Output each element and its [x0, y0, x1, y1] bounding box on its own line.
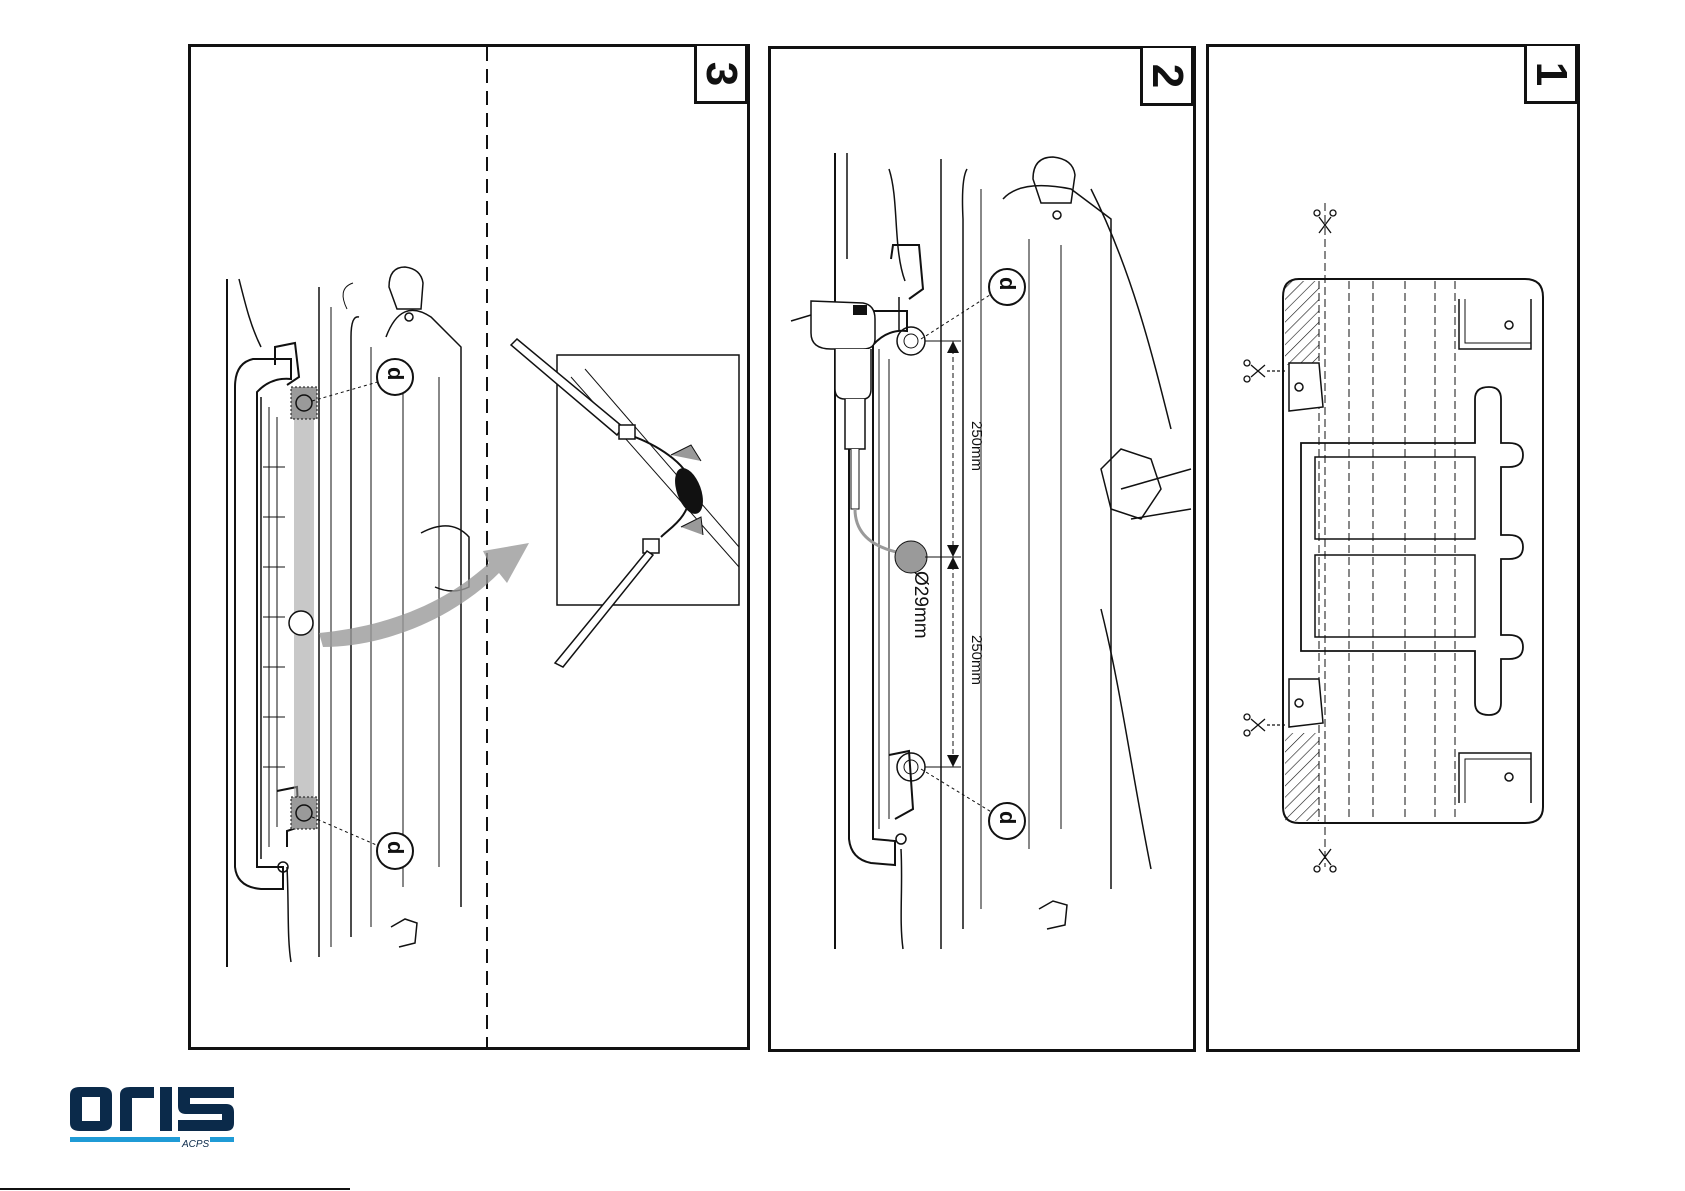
callout-letter-d-lower: d: [382, 841, 408, 854]
panel-2: 2: [768, 46, 1196, 1052]
callout-letter-d-upper: d: [994, 277, 1020, 290]
panel-1: 1: [1206, 44, 1580, 1052]
illustration-bumper-cable-routing: [191, 47, 747, 1047]
illustration-drilling-holes: [771, 49, 1193, 1049]
dimension-spacing-lower: 250mm: [968, 635, 985, 685]
panel-3: 3: [188, 44, 750, 1050]
dimension-hole-diameter: Ø29mm: [909, 571, 931, 639]
illustration-trim-template: [1209, 47, 1577, 1049]
callout-letter-d-upper: d: [382, 367, 408, 380]
dimension-spacing-upper: 250mm: [968, 421, 985, 471]
footer-rule: [0, 1188, 350, 1190]
brand-logo: ACPS: [66, 1085, 241, 1150]
callout-letter-d-lower: d: [994, 811, 1020, 824]
oris-logo-icon: ACPS: [66, 1085, 241, 1150]
logo-sub-text: ACPS: [181, 1139, 210, 1150]
